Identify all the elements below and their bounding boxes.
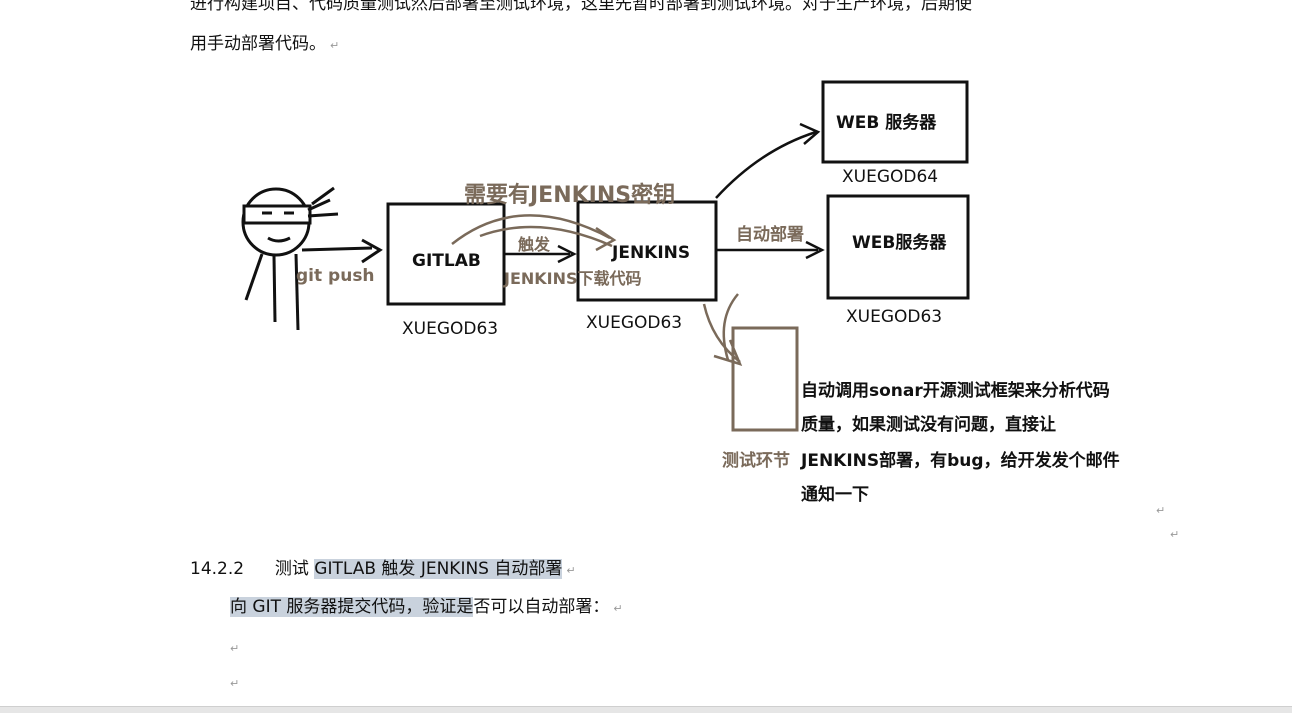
paragraph-mark: ↵	[230, 642, 240, 655]
annotation-arrows	[451, 214, 743, 366]
test-label: 测试环节	[722, 450, 790, 471]
web-server-1-box	[821, 80, 969, 164]
flow-arrows	[504, 122, 825, 264]
body-text: 否可以自动部署：	[473, 597, 610, 617]
web-server-2-box	[826, 194, 970, 300]
key-note: 需要有JENKINS密钥	[464, 182, 675, 208]
trigger-label: 触发	[517, 235, 551, 254]
section-title-selected[interactable]: GITLAB 触发 JENKINS 自动部署	[314, 559, 563, 579]
gitlab-host: XUEGOD63	[402, 319, 498, 339]
empty-paragraph-2: ↵	[230, 670, 239, 696]
web1-host: XUEGOD64	[842, 167, 938, 187]
page-bottom-edge	[0, 706, 1292, 713]
empty-paragraph-1: ↵	[230, 635, 239, 661]
web2-host: XUEGOD63	[846, 307, 942, 327]
test-desc-line-1: 自动调用sonar开源测试框架来分析代码	[801, 380, 1110, 401]
paragraph-mark: ↵	[230, 677, 240, 690]
paragraph-mark: ↵	[613, 602, 623, 615]
section-body: 向 GIT 服务器提交代码，验证是否可以自动部署：↵	[230, 595, 623, 621]
gitlab-box	[386, 202, 506, 306]
web1-label: WEB 服务器	[836, 112, 937, 133]
paragraph-mark: ↵	[1170, 528, 1179, 541]
download-label: JENKINS下载代码	[503, 269, 642, 288]
intro-text-2: 用手动部署代码。	[190, 34, 326, 54]
deploy-label: 自动部署	[736, 224, 804, 245]
intro-line-1: 进行构建项目、代码质量测试然后部署至测试环境，这里先暂时部署到测试环境。对于生产…	[190, 0, 972, 16]
section-heading: 14.2.2 测试 GITLAB 触发 JENKINS 自动部署↵	[190, 557, 576, 583]
jenkins-host: XUEGOD63	[586, 313, 682, 333]
paragraph-mark: ↵	[330, 39, 340, 52]
paragraph-mark: ↵	[1156, 504, 1165, 517]
developer-figure	[241, 186, 383, 331]
test-box	[731, 326, 799, 432]
intro-line-2: 用手动部署代码。 ↵	[190, 32, 339, 58]
intro-text-1: 进行构建项目、代码质量测试然后部署至测试环境，这里先暂时部署到测试环境。对于生产…	[190, 0, 972, 14]
web2-label: WEB服务器	[852, 232, 947, 253]
paragraph-mark: ↵	[566, 564, 576, 577]
test-desc-line-4: 通知一下	[801, 484, 869, 505]
section-title-prefix: 测试	[274, 559, 315, 579]
body-selected-text[interactable]: 向 GIT 服务器提交代码，验证是	[230, 597, 474, 617]
test-desc-line-3: JENKINS部署，有bug，给开发发个邮件	[800, 450, 1120, 471]
gitlab-label: GITLAB	[412, 251, 481, 271]
jenkins-label: JENKINS	[611, 243, 690, 263]
section-number: 14.2.2	[190, 559, 245, 579]
test-desc-line-2: 质量，如果测试没有问题，直接让	[801, 414, 1056, 435]
git-push-label: git push	[296, 266, 375, 286]
